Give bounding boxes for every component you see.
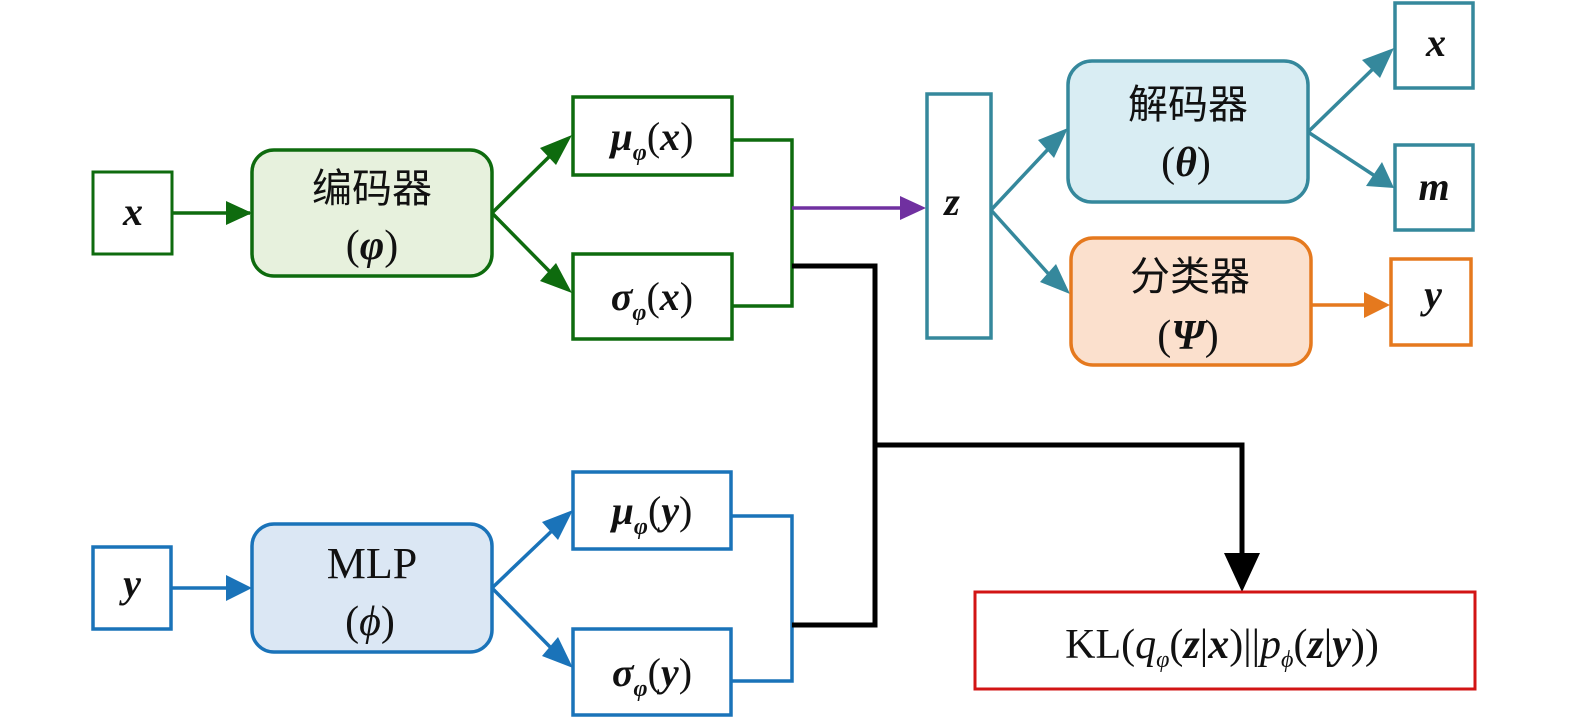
input-x-box[interactable] [91,170,174,256]
classifier-param: (Ψ) [1157,313,1219,359]
out-x-label: x [1425,20,1446,65]
out-m-label: m [1418,164,1449,209]
arrowhead-classifier-out-y [1364,292,1390,318]
arrowhead-z-decoder [1038,128,1068,158]
mlp-label: MLP [327,539,417,588]
bracket-mu-sigma-y [731,514,794,683]
latent-branch: z 解码器 (θ) 分类器 (Ψ) x m y [925,1,1475,367]
kl-loss-box[interactable] [973,590,1477,691]
edge-encoder-to-mu-x [490,148,558,215]
input-y-box[interactable] [91,545,173,631]
input-y-label: y [119,561,141,606]
kl-line-to-loss [873,442,1245,560]
edge-mlp-to-mu-y [490,523,560,590]
prior-branch: y MLP (ϕ) μφ(y) σφ(y) [91,470,794,717]
encoder-param-symbol: φ [360,223,385,269]
decoder-label: 解码器 [1128,82,1248,128]
decoder-param: (θ) [1161,140,1211,186]
classifier-label: 分类器 [1130,254,1250,300]
bracket-mu-sigma-x [732,138,794,308]
out-y-box[interactable] [1389,257,1473,347]
arrowhead-z-classifier [1040,264,1070,294]
arrowhead-decoder-out-x [1362,48,1394,78]
arrowhead-encoder-mu-x [540,135,572,165]
edge-decoder-to-out-m [1307,130,1379,180]
mu-x-label: μφ(x) [609,114,694,166]
sigma-x-label: σφ(x) [611,274,693,326]
classifier-param-symbol: Ψ [1171,313,1208,359]
latent-z-label: z [942,179,960,224]
edge-z-to-decoder [989,143,1054,212]
out-y-label: y [1420,272,1442,317]
edge-mlp-to-sigma-y [490,586,558,655]
out-x-box[interactable] [1393,1,1475,90]
arrowhead-x-encoder [226,201,252,225]
encoder-param: (φ) [346,223,399,269]
arrowhead-mlp-sigma-y [542,637,573,668]
mu-x-box[interactable] [571,95,734,177]
arrowhead-encoder-sigma-x [540,263,572,293]
mu-y-box[interactable] [571,470,733,551]
mlp-param: (ϕ) [345,599,395,645]
classifier-box[interactable] [1069,236,1313,367]
sigma-y-box[interactable] [571,627,733,717]
edge-z-to-classifier [989,208,1056,282]
input-x-label: x [122,189,143,234]
sigma-x-box[interactable] [571,252,734,341]
encoder-label: 编码器 [312,166,432,212]
arrowhead-y-mlp [226,575,252,601]
encoder-branch: x 编码器 (φ) μφ(x) σφ(x) [91,95,794,341]
out-m-box[interactable] [1393,143,1475,232]
mu-y-label: μφ(y) [610,488,693,540]
arrowhead-kl [1224,553,1260,592]
arrowhead-mlp-mu-y [542,510,573,540]
kl-connection: KL(qφ(z|x)||pϕ(z|y)) [792,263,1477,691]
sigma-y-label: σφ(y) [612,650,692,702]
edge-decoder-to-out-x [1306,62,1380,134]
mlp-param-symbol: ϕ [359,599,381,645]
arrowhead-sample-z [900,196,926,220]
latent-z-box[interactable] [925,92,993,340]
edge-encoder-to-sigma-x [490,211,558,280]
kl-line-from-encoder [792,263,878,628]
decoder-param-symbol: θ [1175,140,1197,186]
arrowhead-decoder-out-m [1366,162,1394,188]
kl-loss-formula: KL(qφ(z|x)||pϕ(z|y)) [1065,622,1379,673]
